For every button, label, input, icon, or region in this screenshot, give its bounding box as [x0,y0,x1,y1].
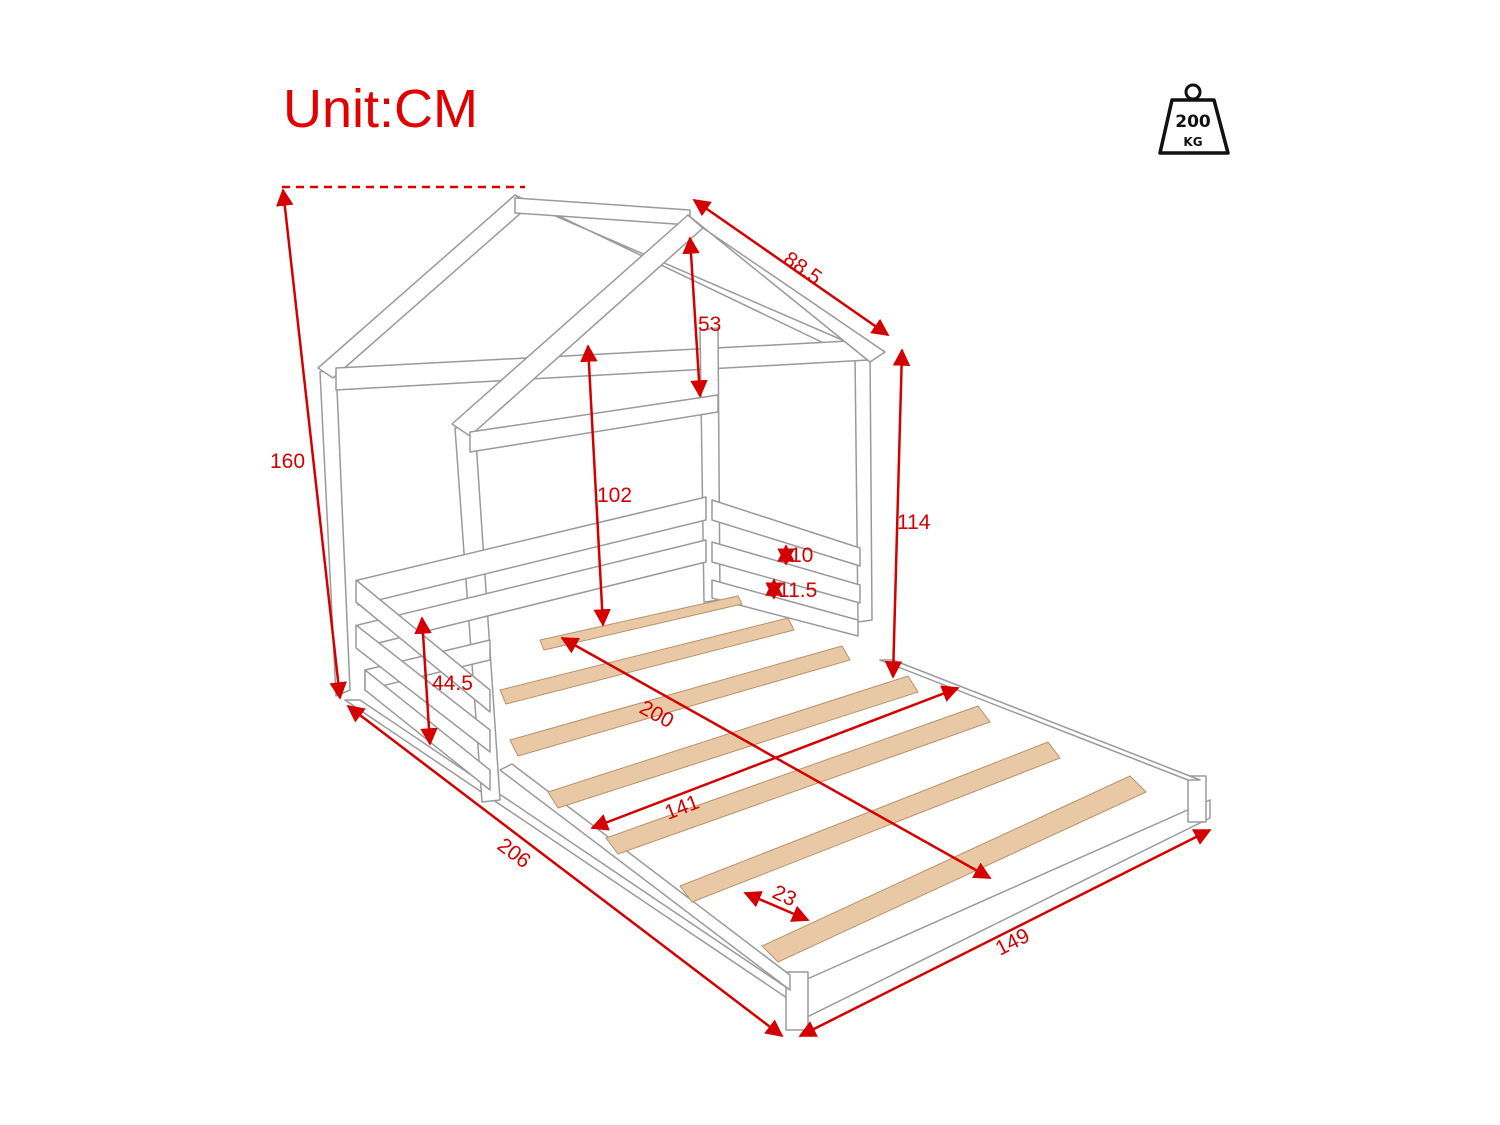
guardrail-right-3 [711,579,859,637]
bed-frame [317,194,1211,1031]
dim-line-slat-spacing [743,891,810,922]
base-right-post [1187,775,1207,823]
back-top-beam [335,339,869,391]
label-rail-gap-bottom: 11.5 [778,579,817,602]
dimension-lines [276,185,1212,1038]
label-overall-width: 149 [992,924,1034,960]
label-roof-length: 88.5 [779,247,826,289]
weight-value: 200 [1175,112,1211,132]
label-roof-height: 53 [698,313,721,336]
slat [547,675,919,809]
weight-unit: KG [1183,135,1202,149]
ridge-beam [514,197,691,226]
label-slat-spacing: 23 [769,881,800,912]
slat [539,595,743,651]
bed-slats [499,595,1147,963]
dim-line-side-height [884,348,911,679]
unit-title: Unit:CM [283,79,479,139]
dim-line-overall-width [798,828,1212,1038]
label-rail-gap-top: 10 [790,544,813,567]
back-right-post [854,349,873,623]
dim-line-total-height [276,188,347,700]
weight-icon: 200 KG [1158,83,1230,155]
slat [509,645,851,757]
slat [679,741,1061,903]
label-side-height: 114 [897,511,931,534]
guardrail-right-2 [711,541,861,604]
label-inner-height: 102 [597,484,632,507]
label-total-height: 160 [270,450,305,473]
dim-line-roof-length [692,198,890,337]
label-overall-length: 206 [493,834,535,873]
slat [499,617,795,705]
label-guardrail-height: 44.5 [432,672,473,695]
dim-line-inner-height [580,344,611,627]
guardrail-right-1 [711,499,861,567]
back-roof-left [317,194,531,379]
dim-line-overall-length [346,704,784,1038]
